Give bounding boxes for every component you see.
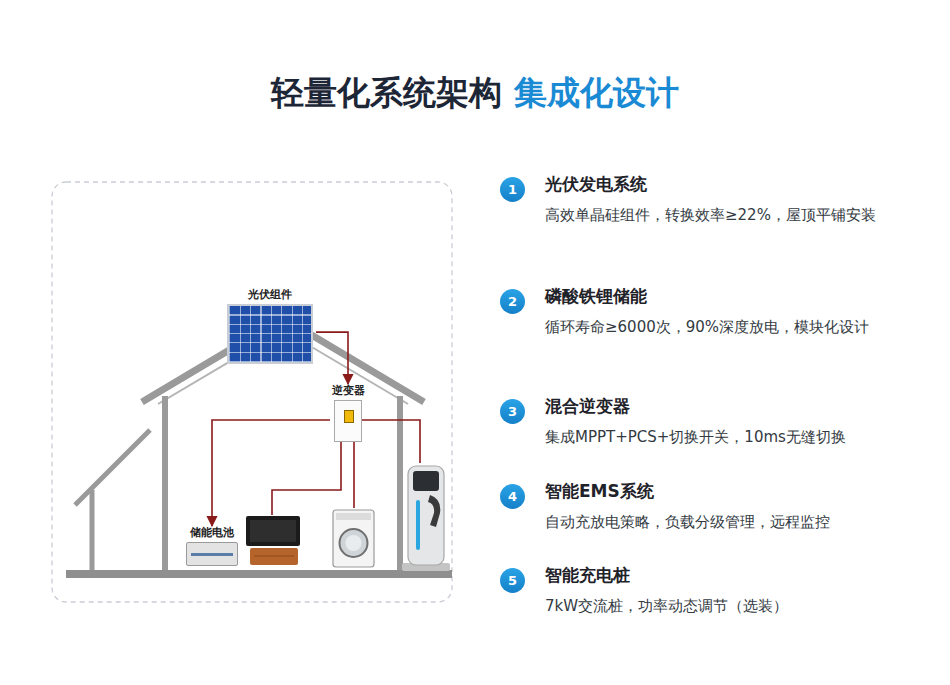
callout-number: 3 <box>500 399 525 424</box>
feature-description: 高效单晶硅组件，转换效率≥22%，屋顶平铺安装 <box>545 202 895 228</box>
part-label: 逆变器 <box>330 384 366 398</box>
feature-item: 1 光伏发电系统高效单晶硅组件，转换效率≥22%，屋顶平铺安装 <box>498 172 898 252</box>
callout-number: 5 <box>500 568 525 593</box>
feature-item: 2 磷酸铁锂储能循环寿命≥6000次，90%深度放电，模块化设计 <box>498 284 898 364</box>
ground <box>66 570 452 578</box>
power-connector <box>212 420 330 526</box>
solar-panel <box>227 304 313 364</box>
feature-item: 3 混合逆变器集成MPPT+PCS+切换开关，10ms无缝切换 <box>498 394 898 474</box>
part-label: 储能电池 <box>184 526 240 540</box>
picture-frame <box>52 182 452 602</box>
callout-number: 2 <box>500 289 525 314</box>
feature-description: 循环寿命≥6000次，90%深度放电，模块化设计 <box>545 314 895 340</box>
feature-description: 7kW交流桩，功率动态调节（选装） <box>545 593 895 619</box>
washing-machine <box>333 510 374 567</box>
callout-number: 1 <box>500 177 525 202</box>
feature-heading: 智能EMS系统 <box>545 479 654 503</box>
feature-heading: 光伏发电系统 <box>545 172 647 196</box>
battery-box <box>186 542 238 566</box>
feature-description: 集成MPPT+PCS+切换开关，10ms无缝切换 <box>545 424 895 450</box>
feature-heading: 智能充电桩 <box>545 563 630 587</box>
title-row: 轻量化系统架构集成化设计 <box>0 70 950 116</box>
tv-set <box>246 516 300 565</box>
feature-heading: 混合逆变器 <box>545 394 630 418</box>
battery-stripe <box>191 553 233 556</box>
part-label: 光伏组件 <box>224 288 316 302</box>
panel-node: 光伏组件 <box>224 288 316 364</box>
inverter-display <box>344 410 354 423</box>
feature-description: 自动充放电策略，负载分级管理，远程监控 <box>545 509 895 535</box>
feature-heading: 磷酸铁锂储能 <box>545 284 647 308</box>
inverter-node: 逆变器 <box>330 384 366 442</box>
charging-pile <box>402 466 450 571</box>
battery-node: 储能电池 <box>184 526 240 566</box>
inverter-box <box>334 400 362 442</box>
power-connector <box>316 332 348 384</box>
feature-item: 4 智能EMS系统自动充放电策略，负载分级管理，远程监控 <box>498 479 898 559</box>
title-highlight: 集成化设计 <box>514 73 679 112</box>
feature-item: 5 智能充电桩 7kW交流桩，功率动态调节（选装） <box>498 563 898 643</box>
callout-number: 4 <box>500 484 525 509</box>
page-title: 轻量化系统架构 <box>271 73 502 112</box>
